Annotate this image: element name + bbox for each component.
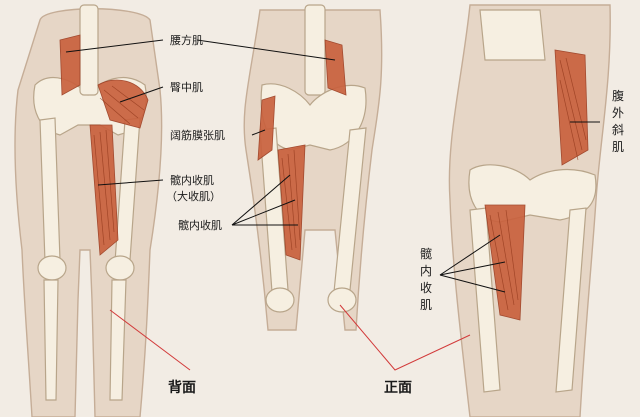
- label-external-oblique-1: 腹: [612, 89, 624, 103]
- back-knee-right: [105, 255, 135, 281]
- label-hip-adductors-right-1: 髋: [420, 246, 432, 261]
- front-knee-right: [327, 287, 357, 313]
- back-adductor-magnus-muscle: [89, 124, 119, 256]
- label-hip-adductors-right-4: 肌: [420, 298, 432, 312]
- label-external-oblique-4: 肌: [612, 140, 624, 154]
- label-back-view: 背面: [168, 379, 196, 396]
- leader-lines: [65, 39, 600, 371]
- oblique-ribcage: [479, 9, 546, 61]
- figure-back-view: [14, 4, 163, 417]
- oblique-femur-right: [555, 207, 587, 393]
- front-spine: [304, 4, 326, 96]
- label-tensor-fasciae-latae: 阔筋膜张肌: [170, 128, 225, 142]
- front-tensor-fasciae-latae-muscle: [257, 95, 276, 161]
- figure-front-view: [243, 4, 383, 331]
- label-hip-adductors-front: 髋内收肌: [178, 218, 222, 232]
- label-hip-adductors-back: 髋内收肌: [170, 173, 214, 187]
- front-hip-adductors-muscle: [277, 144, 306, 261]
- figure-oblique-view: [448, 4, 611, 417]
- front-quadratus-lumborum-muscle: [324, 39, 347, 96]
- label-gluteus-medius: 臀中肌: [170, 81, 203, 94]
- oblique-femur-left: [469, 207, 501, 393]
- label-quadratus-lumborum: 腰方肌: [170, 33, 203, 47]
- label-external-oblique-2: 外: [612, 106, 624, 120]
- back-quadratus-lumborum-muscle: [59, 34, 81, 96]
- front-knee-left: [265, 287, 295, 313]
- label-hip-adductors-right-2: 内: [420, 264, 432, 278]
- label-external-oblique-3: 斜: [612, 123, 624, 137]
- back-tibia-left: [43, 279, 59, 401]
- back-tibia-right: [109, 279, 127, 401]
- label-hip-adductors-right-3: 收: [420, 281, 432, 295]
- label-adductor-magnus: （大收肌）: [166, 189, 221, 203]
- label-front-view: 正面: [384, 380, 412, 396]
- back-knee-left: [37, 255, 67, 281]
